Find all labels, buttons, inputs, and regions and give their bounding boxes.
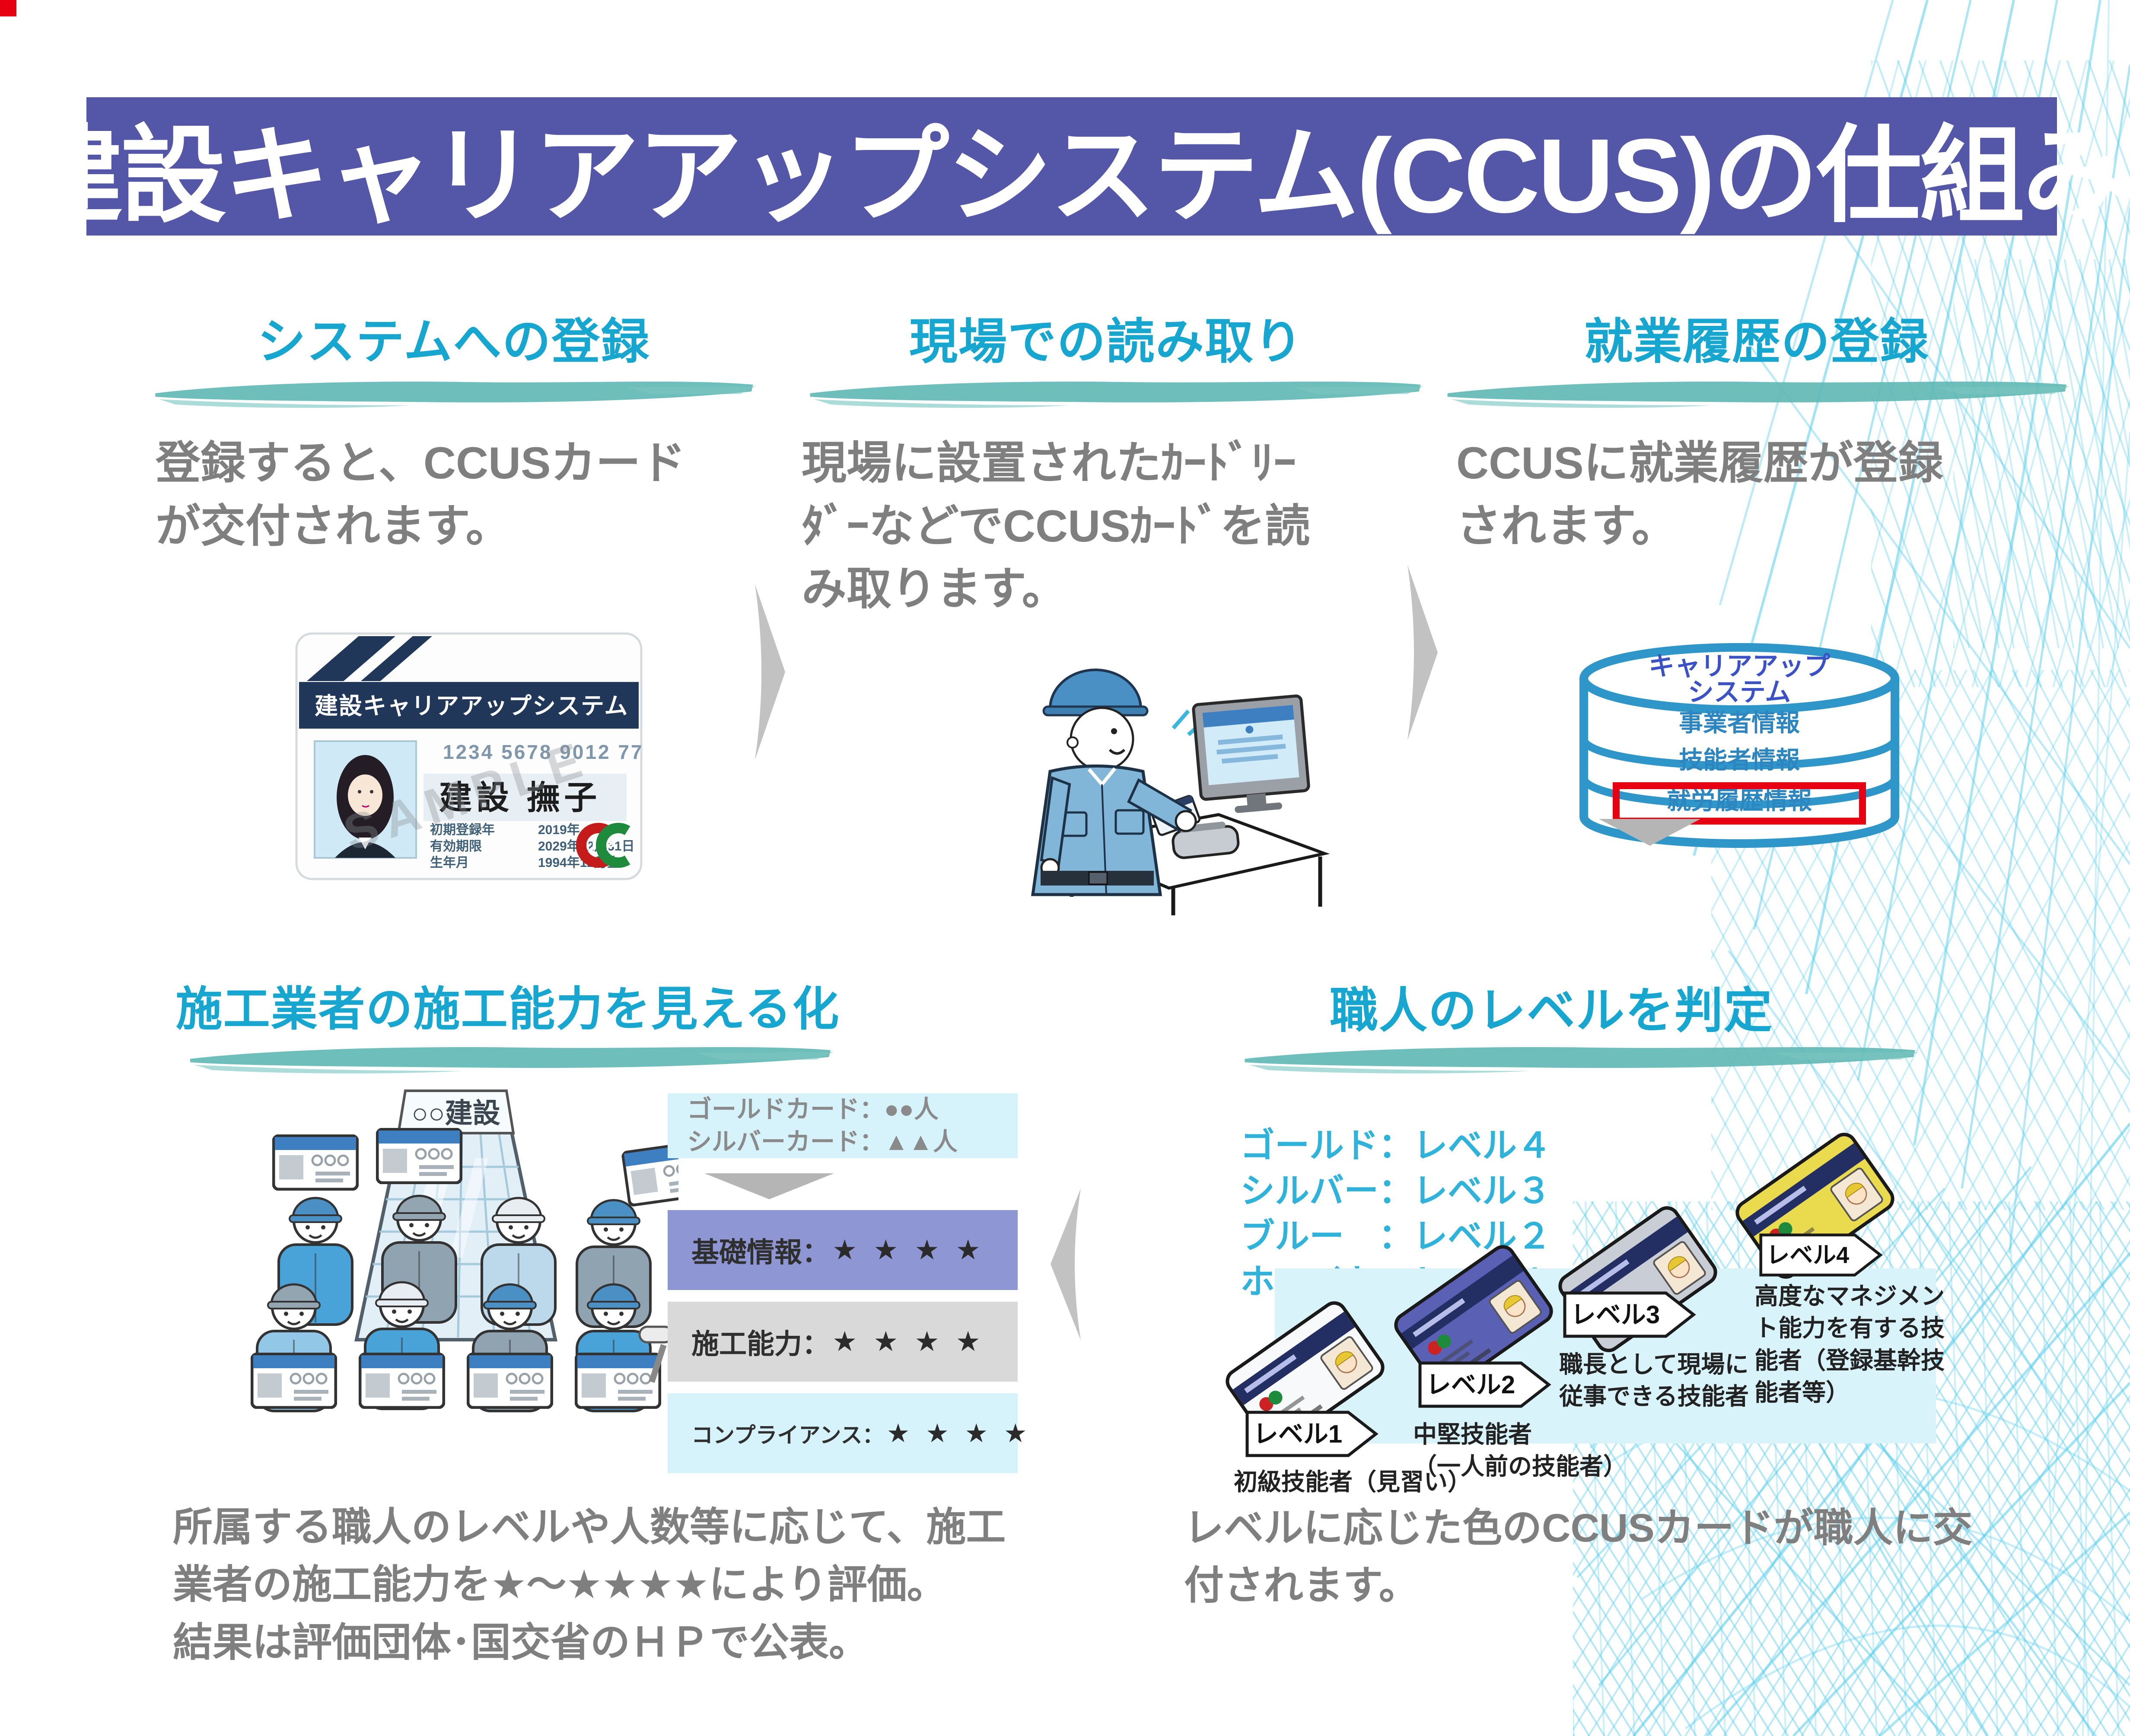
rating-stars: ★ ★ ★ ★ (832, 1234, 985, 1265)
level3-banner: レベル3 (1563, 1291, 1696, 1338)
career-up-database: キャリアアップ システム 事業者情報 技能者情報 就労履歴情報 (1579, 643, 1899, 848)
rating-stars: ★ ★ ★ ★ (886, 1418, 1032, 1448)
page-title: 建設キャリアアップシステム(CCUS)の仕組み (17, 116, 2128, 235)
db-layer-business: 事業者情報 (1679, 709, 1800, 736)
rating-label: 施工能力： (691, 1328, 830, 1360)
svg-text:U: U (586, 839, 595, 854)
db-layer-worker: 技能者情報 (1679, 746, 1800, 774)
step2-title: 現場での読み取り (909, 315, 1303, 369)
level-caption: レベルに応じた色のCCUSカードが職人に交 付されます。 (1184, 1506, 1973, 1608)
level-section-title: 職人のレベルを判定 (1330, 984, 1773, 1038)
svg-text:P: P (606, 839, 614, 854)
level2-caption: 中堅技能者 （一人前の技能者） (1413, 1421, 1627, 1480)
svg-text:レベル4: レベル4 (1767, 1242, 1850, 1268)
title-banner: 建設キャリアアップシステム(CCUS)の仕組み (17, 97, 2128, 236)
card-field-label: 生年月 (430, 856, 469, 870)
worker-figure (1031, 669, 1197, 896)
brush-underline-capability (190, 1047, 834, 1073)
history-highlight-box (1613, 782, 1866, 825)
level1-banner: レベル1 (1245, 1411, 1379, 1457)
db-layer-history: 就労履歴情報 (1667, 787, 1812, 814)
building-sign: ○○建設 (411, 1098, 500, 1129)
rating-label: コンプライアンス： (691, 1423, 884, 1447)
card-name: 建設 撫子 (439, 780, 601, 816)
brush-underline-step3 (1447, 381, 2070, 408)
chevron-right-icon (755, 584, 785, 760)
card-field-label: 初期登録年 (430, 822, 495, 837)
gold-card-count: ゴールドカード：●●人 (687, 1095, 939, 1123)
rating-panel-capability: 施工能力： ★ ★ ★ ★ (668, 1302, 1018, 1382)
brush-underline-step2 (810, 381, 1424, 408)
svg-text:レベル2: レベル2 (1426, 1371, 1515, 1399)
step1-title: システムへの登録 (257, 315, 650, 369)
svg-text:レベル1: レベル1 (1253, 1420, 1342, 1448)
card-count-panel: ゴールドカード：●●人 シルバーカード：▲▲人 (668, 1093, 1018, 1158)
step3-title: 就業履歴の登録 (1584, 315, 1929, 369)
level3-caption: 職長として現場に 従事できる技能者 (1559, 1351, 1749, 1410)
rating-stars: ★ ★ ★ ★ (832, 1326, 985, 1357)
legend-silver: シルバー：レベル３ (1240, 1172, 1551, 1210)
construction-company-illustration: ○○建設 (233, 1089, 678, 1500)
capability-section-title: 施工業者の施工能力を見える化 (175, 983, 840, 1035)
chevron-left-icon (1051, 1188, 1081, 1340)
capability-caption: 所属する職人のレベルや人数等に応じて、施工 業者の施工能力を★～★★★★により評… (173, 1505, 1006, 1665)
corner-red-mark (0, 0, 16, 16)
card-number: 1234 5678 9012 77 - 01 (443, 741, 644, 763)
level2-banner: レベル2 (1418, 1361, 1551, 1408)
step2-body: 現場に設置されたｶｰﾄﾞﾘｰ ﾀﾞｰなどでCCUSｶｰﾄﾞを読 み取ります。 (802, 438, 1310, 615)
monitor (1192, 694, 1310, 813)
brush-underline-step1 (155, 381, 756, 408)
chevron-right-icon (1407, 565, 1438, 740)
ccus-logo-icon: U P (576, 823, 630, 868)
worker-card-reader-illustration (1031, 669, 1330, 915)
level4-caption: 高度なマネジメン ト能力を有する技 能者（登録基幹技 能者等） (1754, 1283, 1945, 1406)
brush-underline-level (1245, 1047, 1918, 1073)
rating-panel-basic: 基礎情報： ★ ★ ★ ★ (668, 1210, 1018, 1290)
arrow-down-icon (1599, 819, 1700, 846)
step1-body: 登録すると、CCUSカード が交付されます。 (156, 438, 686, 551)
card-field-label: 有効期限 (430, 839, 482, 854)
svg-text:レベル3: レベル3 (1571, 1301, 1660, 1329)
card-field-value: 2019年 (538, 823, 580, 837)
legend-blue: ブルー ：レベル２ (1240, 1217, 1551, 1255)
ccus-sample-card: 建設キャリアアップシステム 1234 5678 9012 77 - 01 建設 … (295, 632, 644, 880)
arrow-down-icon (704, 1173, 834, 1199)
card-header-text: 建設キャリアアップシステム (315, 693, 628, 719)
rating-label: 基礎情報： (691, 1236, 830, 1268)
rating-panel-compliance: コンプライアンス： ★ ★ ★ ★ (668, 1393, 1027, 1473)
legend-gold: ゴールド：レベル４ (1240, 1126, 1551, 1165)
level4-banner: レベル4 (1759, 1233, 1883, 1277)
db-title-line2: システム (1688, 678, 1791, 707)
level1-caption: 初級技能者（見習い） (1234, 1468, 1472, 1495)
step3-body: CCUSに就業履歴が登録 されます。 (1456, 438, 1943, 551)
silver-card-count: シルバーカード：▲▲人 (687, 1128, 958, 1156)
db-title-line1: キャリアアップ (1649, 652, 1830, 681)
